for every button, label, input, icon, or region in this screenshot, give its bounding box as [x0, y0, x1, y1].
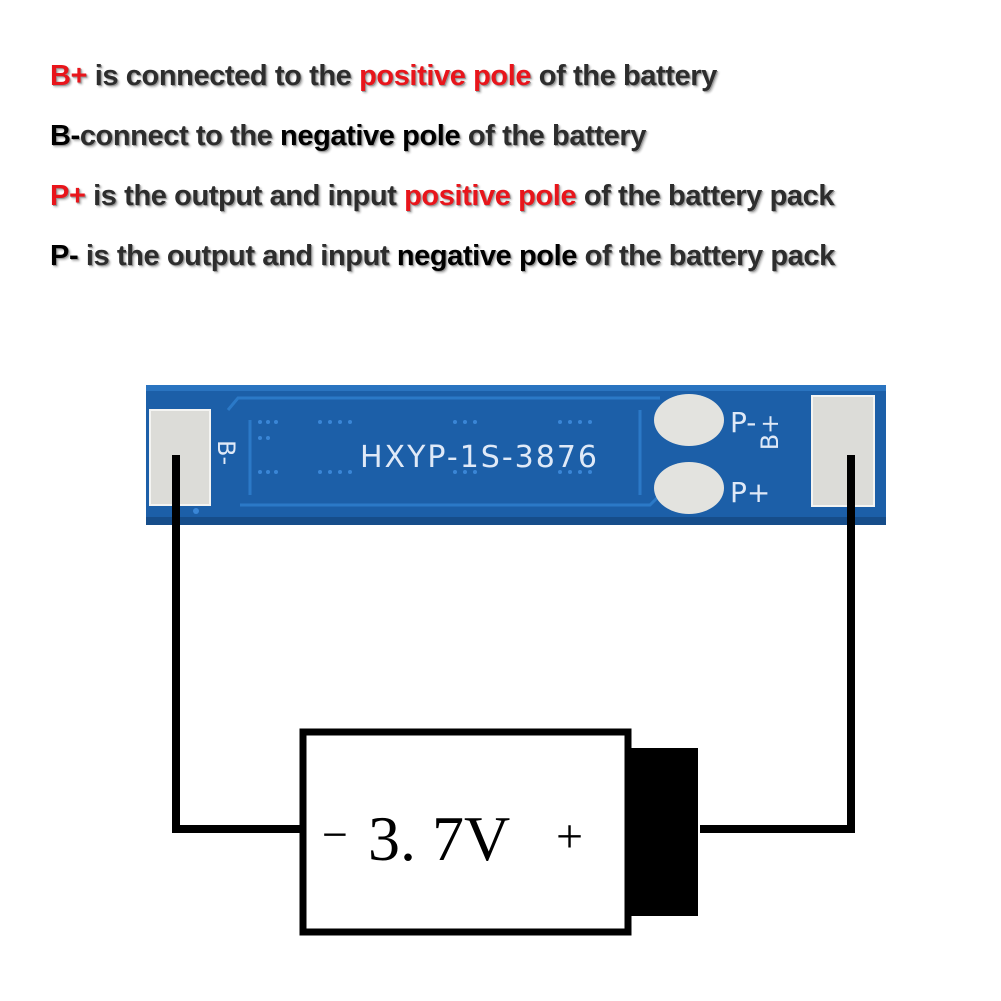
legend-line-b-minus: B-connect to the negative pole of the ba…: [50, 106, 980, 166]
protection-board: B- B+ P- P+ HXYP-1S-3876: [146, 385, 886, 525]
pad-b-plus: [811, 395, 875, 507]
wire-negative: [172, 455, 300, 833]
legend-text: is the output and input: [85, 180, 405, 212]
battery-minus-label: −: [322, 809, 348, 860]
legend-highlight: negative pole: [280, 120, 461, 152]
pcb-trace: [226, 396, 660, 411]
legend-text: of the battery: [460, 120, 646, 152]
label-b-minus: B-: [212, 440, 240, 465]
legend: B+ is connected to the positive pole of …: [50, 46, 980, 286]
legend-text: of the battery pack: [576, 180, 835, 212]
wire-positive: [700, 455, 855, 833]
legend-text: is the output and input: [78, 240, 397, 272]
battery-body: [299, 728, 632, 936]
battery: − 3. 7V +: [299, 728, 698, 936]
legend-term: B+: [50, 60, 88, 92]
legend-line-p-minus: P- is the output and input negative pole…: [50, 226, 980, 286]
pcb-trace: [240, 493, 662, 507]
legend-text: connect to the: [79, 120, 281, 152]
battery-voltage-label: 3. 7V: [368, 803, 510, 874]
legend-text: of the battery pack: [576, 240, 836, 272]
pad-p-minus: [654, 394, 724, 446]
legend-text: of the battery: [531, 60, 717, 92]
legend-term: P-: [50, 240, 79, 272]
legend-highlight: positive pole: [404, 180, 577, 212]
board-model-label: HXYP-1S-3876: [360, 440, 599, 475]
legend-line-p-plus: P+ is the output and input positive pole…: [50, 166, 980, 226]
label-b-plus: B+: [756, 414, 784, 451]
legend-term: B-: [50, 120, 80, 152]
pcb-edge-top: [146, 385, 886, 391]
legend-text: is connected to the: [87, 60, 360, 92]
battery-plus-label: +: [556, 810, 583, 863]
battery-terminal: [628, 748, 698, 916]
label-p-minus: P-: [730, 406, 756, 439]
pcb-vias: [193, 420, 592, 514]
pad-p-plus: [654, 462, 724, 514]
legend-line-b-plus: B+ is connected to the positive pole of …: [50, 46, 980, 106]
legend-highlight: negative pole: [396, 240, 578, 272]
pcb-body: [146, 385, 886, 525]
pcb-edge-bottom: [146, 517, 886, 525]
legend-highlight: positive pole: [359, 60, 532, 92]
label-p-plus: P+: [730, 476, 770, 509]
legend-term: P+: [50, 180, 86, 212]
